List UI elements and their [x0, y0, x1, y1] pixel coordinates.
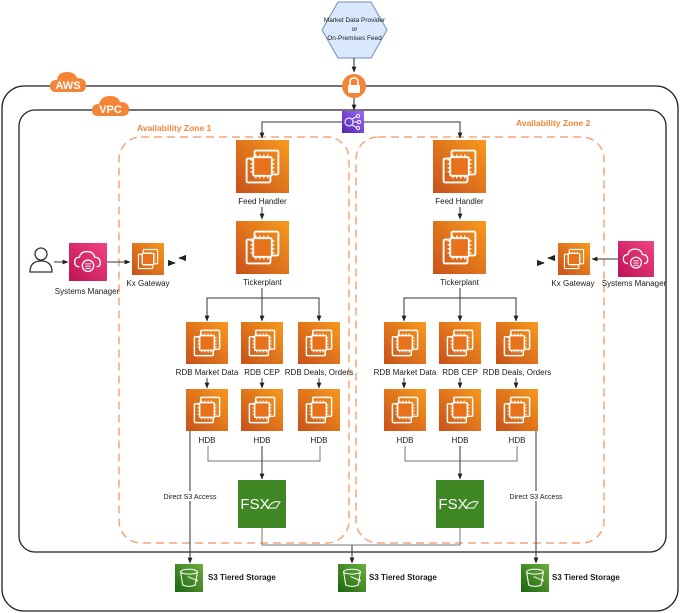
rdb-market-data-node[interactable]	[186, 322, 228, 364]
kx-gateway-right[interactable]	[558, 243, 590, 275]
zone-1: Feed Handler Tickerplant RDB Market Data…	[160, 140, 353, 564]
tickerplant-node[interactable]	[433, 221, 486, 274]
kx-gateway-label: Kx Gateway	[551, 279, 594, 288]
rdb-deals-orders-node[interactable]	[496, 322, 538, 364]
market-data-source: Market Data Provider or On-Premises Feed	[321, 1, 388, 59]
hexagon-icon	[321, 1, 388, 59]
feed-handler-node[interactable]	[236, 140, 289, 193]
source-line-2: or	[352, 26, 359, 33]
rdb-deals-orders-node[interactable]	[298, 322, 340, 364]
edge-hdb-merge	[207, 446, 321, 462]
edge-lb-to-feed-handler-2	[364, 121, 463, 139]
hdb-node[interactable]	[186, 389, 228, 431]
aws-cloud-icon	[50, 72, 86, 92]
fsx-leaf-icon	[267, 501, 281, 509]
rdb-cep-node[interactable]	[241, 322, 283, 364]
rdb-label: RDB CEP	[442, 368, 478, 377]
kx-gateway-left[interactable]	[132, 243, 164, 275]
direct-s3-access-label: Direct S3 Access	[510, 494, 563, 501]
user[interactable]	[29, 247, 53, 273]
hdb-label: HDB	[452, 436, 469, 445]
rdb-label: RDB Deals, Orders	[285, 368, 353, 377]
s3-storage-label: S3 Tiered Storage	[552, 573, 620, 582]
systems-manager-left[interactable]	[69, 243, 107, 281]
vpc-container	[18, 109, 667, 553]
internet-gateway[interactable]	[342, 74, 366, 98]
rdb-market-data-node[interactable]	[384, 322, 426, 364]
aws-cloud-container	[1, 85, 679, 612]
fsx-icon: FSX	[240, 496, 269, 513]
hdb-label: HDB	[509, 436, 526, 445]
tickerplant-node[interactable]	[236, 221, 289, 274]
hdb-node[interactable]	[241, 389, 283, 431]
edge-tp-branch	[206, 297, 320, 320]
fsx-node[interactable]: FSX	[238, 480, 286, 528]
user-icon	[29, 247, 53, 273]
zone-2: Feed Handler Tickerplant RDB Market Data…	[374, 140, 566, 564]
edge-fsx-merge	[261, 528, 461, 546]
aws-cloud-badge: AWS	[50, 72, 86, 92]
systems-manager-label: Systems Manager	[602, 279, 667, 288]
rdb-cep-node[interactable]	[439, 322, 481, 364]
fsx-icon: FSX	[438, 496, 467, 513]
systems-manager-right[interactable]	[618, 241, 654, 277]
hdb-node[interactable]	[298, 389, 340, 431]
network-load-balancer-icon	[344, 113, 362, 131]
direct-s3-access-label: Direct S3 Access	[164, 494, 217, 501]
vpc-badge: VPC	[92, 96, 129, 116]
hdb-node[interactable]	[384, 389, 426, 431]
network-load-balancer[interactable]	[342, 111, 364, 133]
rdb-label: RDB Market Data	[374, 368, 437, 377]
systems-manager-label: Systems Manager	[55, 287, 120, 296]
hdb-label: HDB	[397, 436, 414, 445]
feed-handler-label: Feed Handler	[238, 197, 287, 206]
bidirectional-arrows-icon	[167, 254, 187, 267]
s3-storage-label: S3 Tiered Storage	[369, 573, 437, 582]
feed-handler-label: Feed Handler	[435, 197, 484, 206]
rdb-label: RDB CEP	[244, 368, 280, 377]
hdb-node[interactable]	[496, 389, 538, 431]
edge-lb-to-feed-handler-1	[259, 121, 342, 139]
fsx-leaf-icon	[465, 501, 479, 509]
direct-access-label-bg	[506, 491, 566, 501]
kx-gateway-label: Kx Gateway	[126, 279, 169, 288]
hdb-label: HDB	[311, 436, 328, 445]
s3-storage-label: S3 Tiered Storage	[208, 573, 276, 582]
hdb-label: HDB	[199, 436, 216, 445]
source-line-3: On-Premises Feed	[327, 35, 382, 42]
fsx-node[interactable]: FSX	[436, 480, 484, 528]
rdb-label: RDB Market Data	[176, 368, 239, 377]
az2-label: Availability Zone 2	[516, 118, 591, 128]
tickerplant-label: Tickerplant	[440, 278, 480, 287]
az1-label: Availability Zone 1	[137, 123, 212, 133]
tickerplant-label: Tickerplant	[243, 278, 283, 287]
aws-label: AWS	[55, 80, 80, 92]
vpc-label: VPC	[99, 104, 122, 116]
feed-handler-node[interactable]	[433, 140, 486, 193]
vpc-cloud-icon	[92, 96, 129, 116]
source-line-1: Market Data Provider	[324, 17, 386, 24]
hdb-label: HDB	[254, 436, 271, 445]
s3-bucket-3[interactable]	[521, 564, 549, 592]
rdb-label: RDB Deals, Orders	[483, 368, 551, 377]
lock-icon	[348, 77, 360, 93]
direct-access-label-bg	[160, 491, 220, 501]
s3-bucket-2[interactable]	[338, 564, 366, 592]
edge-hdb-merge	[404, 446, 518, 462]
availability-zone-2	[355, 136, 605, 544]
s3-bucket-1[interactable]	[175, 564, 203, 592]
bidirectional-arrows-icon	[536, 254, 556, 267]
availability-zone-1	[118, 136, 350, 544]
hdb-node[interactable]	[439, 389, 481, 431]
